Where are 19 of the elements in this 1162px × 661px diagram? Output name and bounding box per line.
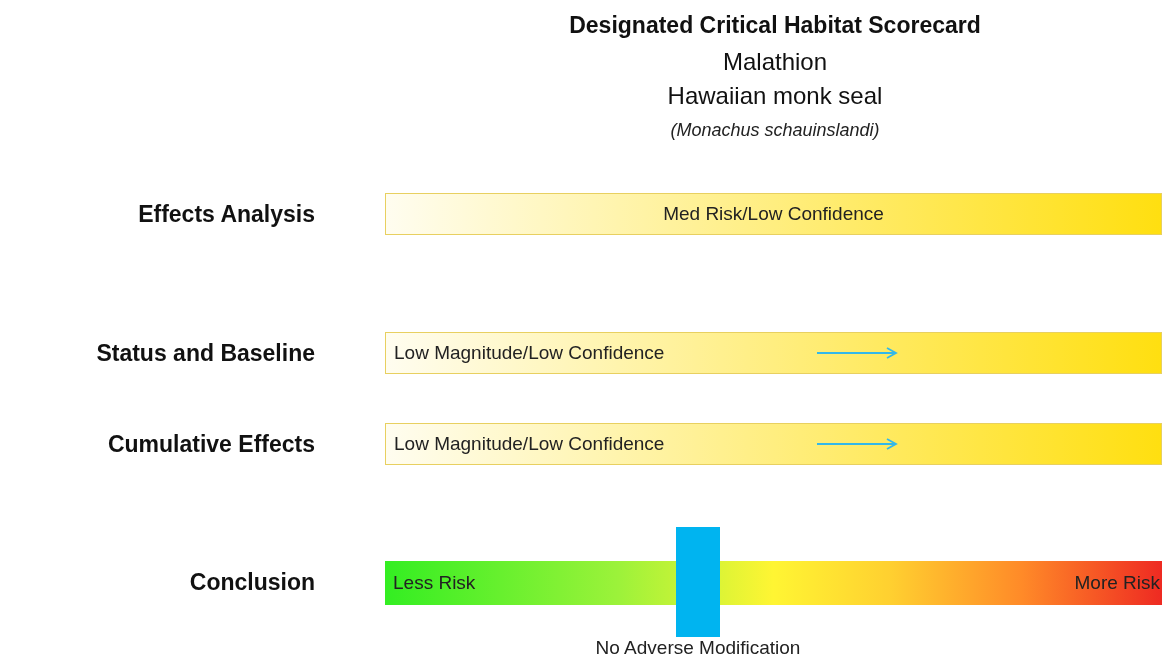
bar-text: Low Magnitude/Low Confidence <box>394 342 665 364</box>
subtitle: Malathion <box>722 48 828 76</box>
marker-caption: No Adverse Modification <box>595 637 801 659</box>
row-label: Effects Analysis <box>138 200 315 228</box>
row-label: Cumulative Effects <box>107 430 315 458</box>
marker-bar <box>676 527 720 637</box>
species-name: (Monachus schauinslandi) <box>670 120 880 141</box>
scale-end-text: Less Risk <box>393 572 476 594</box>
risk-scale-bar <box>385 561 1162 605</box>
title: Designated Critical Habitat Scorecard <box>569 12 981 39</box>
subtitle: Hawaiian monk seal <box>667 82 883 110</box>
scale-end-text: More Risk <box>1074 572 1160 594</box>
bar-text: Med Risk/Low Confidence <box>663 203 884 225</box>
row-label: Conclusion <box>189 568 315 596</box>
score-bar <box>385 332 1162 374</box>
bar-text: Low Magnitude/Low Confidence <box>394 433 665 455</box>
score-bar <box>385 193 1162 235</box>
score-bar <box>385 423 1162 465</box>
row-label: Status and Baseline <box>96 339 315 367</box>
